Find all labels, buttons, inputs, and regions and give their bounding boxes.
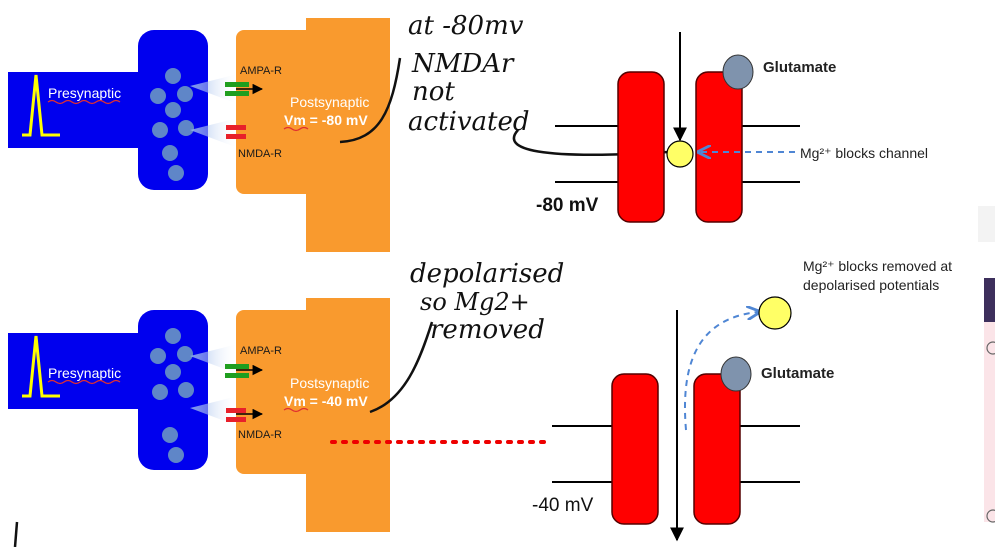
postsynaptic-cell: Postsynaptic Vm = -80 mV — [236, 18, 390, 252]
adjacent-panel-edge — [978, 206, 995, 523]
edge-grey-block — [978, 206, 995, 242]
edge-header-bar — [984, 278, 995, 322]
bottom-panel: Presynaptic Postsynaptic Vm = -40 mV AMP… — [8, 258, 952, 542]
nmda-receptor — [226, 408, 246, 413]
vm-label: Vm = -40 mV — [284, 393, 368, 409]
ampa-receptor — [225, 364, 249, 369]
nmda-label: NMDA-R — [238, 429, 282, 441]
mg-removed-label: Mg²⁺ blocks removed at — [803, 258, 952, 274]
mg-block-label: Mg²⁺ blocks channel — [800, 145, 928, 161]
action-potential-spike — [22, 74, 60, 137]
mg-ion — [666, 140, 694, 168]
spell-underline — [47, 99, 121, 105]
channel-subunit — [695, 71, 743, 223]
ampa-receptor — [225, 91, 249, 96]
channel-voltage-label: -40 mV — [532, 495, 594, 516]
mg-removal-arrow — [684, 312, 758, 431]
vesicle — [152, 122, 168, 138]
glutamate-molecule — [722, 54, 754, 90]
presynaptic-label: Presynaptic — [48, 365, 121, 381]
vm-label: Vm = -80 mV — [284, 112, 368, 128]
vesicle — [165, 68, 181, 84]
vesicle — [165, 102, 181, 118]
postsynaptic-cell: Postsynaptic Vm = -40 mV — [236, 298, 390, 532]
note-line: NMDAr — [411, 49, 515, 79]
channel-subunit — [617, 71, 665, 223]
postsynaptic-dendrite — [306, 298, 390, 532]
ampa-receptor — [225, 82, 249, 87]
vesicle — [168, 447, 184, 463]
vesicles — [150, 328, 194, 463]
nmda-receptor — [226, 125, 246, 130]
vesicle — [168, 165, 184, 181]
postsynaptic-dendrite — [306, 18, 390, 252]
vesicle — [162, 145, 178, 161]
note-pointer — [339, 57, 402, 144]
vesicle — [178, 120, 194, 136]
nmda-receptor — [226, 134, 246, 139]
nmda-channel-open: Glutamate Mg²⁺ blocks removed at depolar… — [532, 258, 952, 542]
edge-circle — [986, 509, 995, 523]
presynaptic-axon — [8, 72, 153, 148]
glutamate-label: Glutamate — [763, 59, 836, 76]
edge-pink-panel — [984, 322, 995, 522]
note-pointer — [369, 321, 434, 414]
glutamate-label: Glutamate — [761, 365, 834, 382]
vesicle — [150, 88, 166, 104]
ampa-receptor — [225, 373, 249, 378]
vesicle — [150, 348, 166, 364]
note-line: so Mg2+ — [420, 288, 530, 316]
glutamate-molecule — [720, 356, 752, 392]
vesicle — [165, 364, 181, 380]
note-line: activated — [408, 107, 530, 137]
channel-subunit — [611, 373, 659, 525]
postsynaptic-spine — [236, 30, 320, 194]
top-panel: Presynaptic Postsynaptic Vm = -80 mV AMP… — [8, 11, 928, 252]
vesicles — [150, 68, 194, 181]
mg-removed-label: depolarised potentials — [803, 277, 939, 293]
action-potential-spike — [22, 335, 60, 398]
note-line: removed — [430, 315, 545, 345]
postsynaptic-label: Postsynaptic — [290, 375, 369, 391]
spell-underline — [283, 126, 309, 132]
note-line: depolarised — [410, 259, 564, 289]
vesicle — [178, 382, 194, 398]
note-line: at -80mv — [408, 11, 524, 41]
vesicle — [165, 328, 181, 344]
channel-voltage-label: -80 mV — [536, 195, 599, 216]
spell-underline — [283, 407, 309, 413]
spell-underline — [47, 379, 121, 385]
postsynaptic-spine — [236, 310, 320, 474]
note-line: not — [412, 77, 455, 107]
handwritten-note: depolarised so Mg2+ removed — [410, 259, 564, 345]
vesicle — [177, 86, 193, 102]
pen-stroke — [13, 521, 19, 547]
vesicle — [177, 346, 193, 362]
mg-ion — [758, 296, 792, 330]
handwritten-note: at -80mv NMDAr not activated — [408, 11, 530, 137]
nmda-receptor — [226, 417, 246, 422]
vesicle — [152, 384, 168, 400]
vesicle — [162, 427, 178, 443]
release-cone — [190, 74, 238, 104]
nmda-channel-closed: Glutamate Mg²⁺ blocks channel -80 mV — [536, 32, 928, 223]
nmda-label: NMDA-R — [238, 148, 282, 160]
ampa-label: AMPA-R — [240, 345, 282, 357]
edge-circle — [986, 341, 995, 355]
presynaptic-label: Presynaptic — [48, 85, 121, 101]
ampa-label: AMPA-R — [240, 65, 282, 77]
channel-subunit — [693, 373, 741, 525]
postsynaptic-label: Postsynaptic — [290, 94, 369, 110]
